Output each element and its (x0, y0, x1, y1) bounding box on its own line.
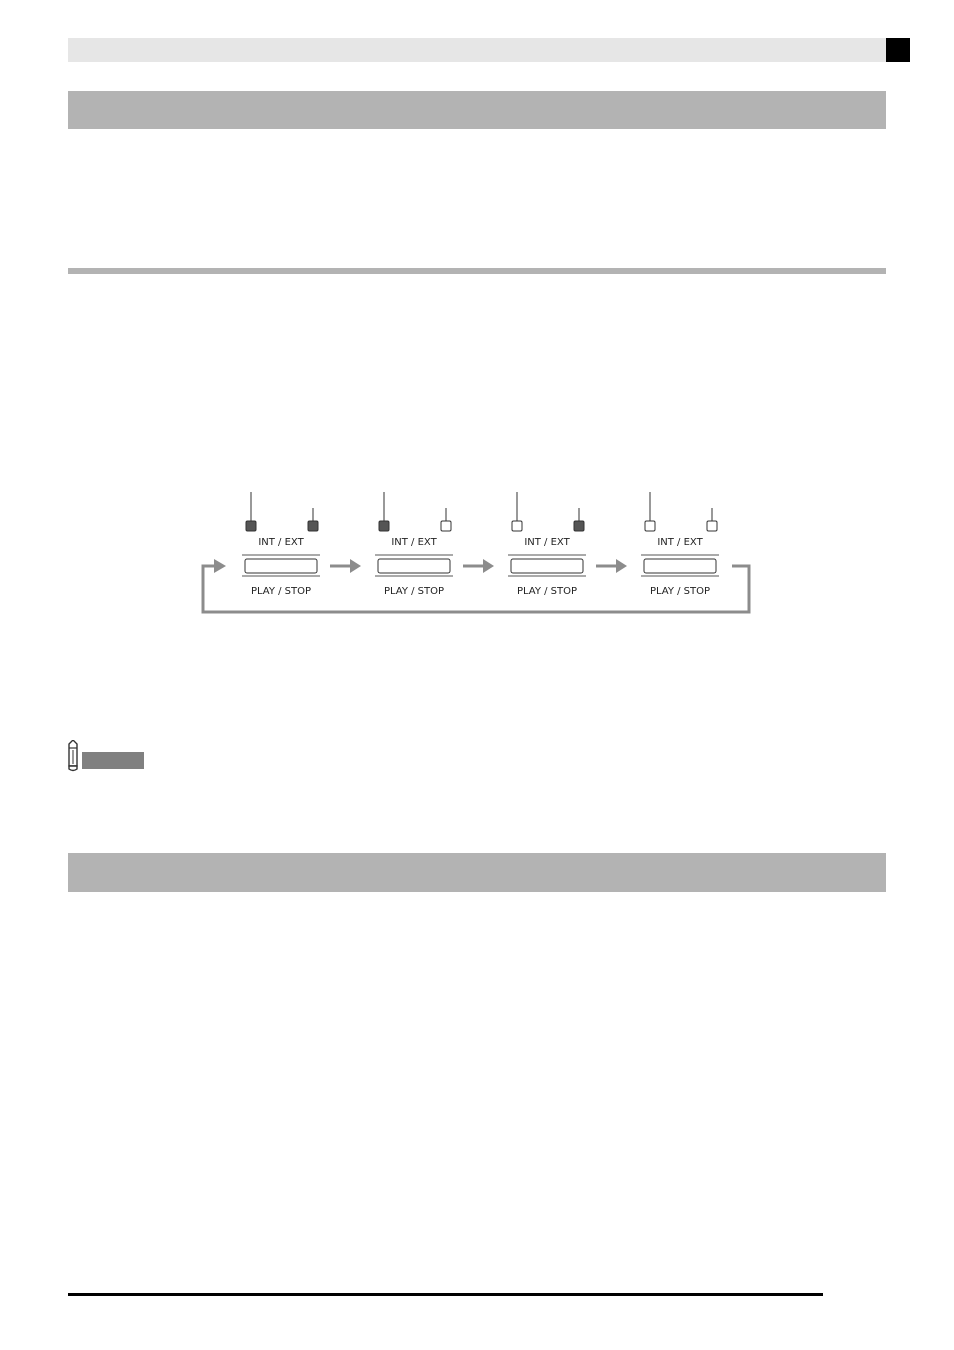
play-stop-label: PLAY / STOP (650, 586, 710, 597)
arrow-right-icon (350, 559, 361, 573)
diagram-svg: INT / EXT PLAY / STOP INT / EXT PLAY / STOP… (201, 492, 751, 614)
play-stop-button-icon (643, 558, 717, 574)
play-stop-button-icon (377, 558, 451, 574)
int-ext-label: INT / EXT (391, 537, 437, 548)
play-stop-label: PLAY / STOP (251, 586, 311, 597)
footer-rule (68, 1293, 823, 1296)
subsection-divider (68, 268, 886, 274)
led-int-icon (245, 520, 257, 532)
chapter-tab-marker (886, 38, 910, 62)
play-stop-label: PLAY / STOP (384, 586, 444, 597)
play-stop-label: PLAY / STOP (517, 586, 577, 597)
led-int-icon (378, 520, 390, 532)
section-heading-bar-2 (68, 853, 886, 892)
int-ext-label: INT / EXT (657, 537, 703, 548)
int-ext-cycle-diagram: INT / EXT PLAY / STOP INT / EXT PLAY / STOP… (195, 488, 760, 618)
pencil-icon (64, 739, 82, 772)
led-ext-icon (573, 520, 585, 532)
led-int-icon (644, 520, 656, 532)
note-badge (82, 752, 144, 769)
section-heading-bar (68, 91, 886, 129)
led-int-icon (511, 520, 523, 532)
led-ext-icon (440, 520, 452, 532)
arrow-right-icon (214, 559, 226, 573)
led-ext-icon (706, 520, 718, 532)
play-stop-button-icon (510, 558, 584, 574)
page-header-strip (68, 38, 886, 62)
int-ext-label: INT / EXT (524, 537, 570, 548)
arrow-right-icon (483, 559, 494, 573)
led-ext-icon (307, 520, 319, 532)
int-ext-label: INT / EXT (258, 537, 304, 548)
arrow-right-icon (616, 559, 627, 573)
play-stop-button-icon (244, 558, 318, 574)
loop-back-arrow (201, 564, 751, 614)
